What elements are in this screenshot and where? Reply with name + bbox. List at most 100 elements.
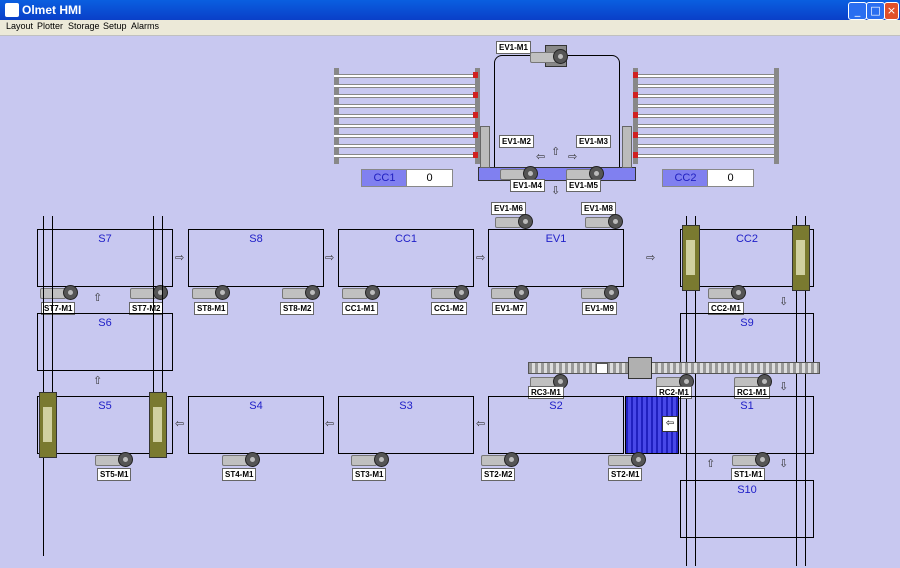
motor-icon[interactable] [192, 285, 230, 300]
station-s2[interactable]: S2 [488, 396, 624, 454]
station-s6[interactable]: S6 [37, 313, 173, 371]
motor-tag-ev1-m8[interactable]: EV1-M8 [581, 202, 616, 215]
motor-tag-st5-m1[interactable]: ST5-M1 [97, 468, 132, 481]
motor-tag-st2-m2[interactable]: ST2-M2 [481, 468, 516, 481]
motor-icon[interactable] [282, 285, 320, 300]
motor-icon[interactable] [732, 452, 770, 467]
station-cc1[interactable]: CC1 [338, 229, 474, 287]
arrow-right-icon: ⇨ [476, 251, 486, 264]
arrow-left-icon: ⇦ [476, 417, 486, 430]
motor-tag-ev1-m4[interactable]: EV1-M4 [510, 179, 545, 192]
cc2-counter-label: CC2 [662, 169, 709, 187]
transfer-cart[interactable] [149, 392, 167, 458]
transfer-cart[interactable] [792, 225, 810, 291]
rail-line [162, 216, 163, 456]
station-s7[interactable]: S7 [37, 229, 173, 287]
transfer-cart[interactable] [39, 392, 57, 458]
menu-plotter[interactable]: Plotter [37, 21, 64, 31]
station-ev1[interactable]: EV1 [488, 229, 624, 287]
rail-line [43, 216, 44, 556]
motor-icon[interactable] [491, 285, 529, 300]
menu-storage[interactable]: Storage [68, 21, 100, 31]
arrow-left-icon: ⇦ [536, 150, 546, 163]
station-s10[interactable]: S10 [680, 480, 814, 538]
motor-tag-st3-m1[interactable]: ST3-M1 [352, 468, 387, 481]
cc1-counter-label: CC1 [361, 169, 408, 187]
motor-icon[interactable] [342, 285, 380, 300]
motor-icon[interactable] [585, 214, 623, 229]
motor-tag-cc2-m1[interactable]: CC2-M1 [708, 302, 744, 315]
station-s3[interactable]: S3 [338, 396, 474, 454]
menu-layout[interactable]: Layout [6, 21, 34, 31]
motor-tag-ev1-m3[interactable]: EV1-M3 [576, 135, 611, 148]
motor-tag-ev1-m5[interactable]: EV1-M5 [566, 179, 601, 192]
hmi-canvas: CC1 0 CC2 0 ⇦ ⇧ ⇨ ⇩ EV1-M1 EV1-M2 EV1-M3… [0, 36, 900, 568]
motor-tag-ev1-m6[interactable]: EV1-M6 [491, 202, 526, 215]
motor-tag-rc3-m1[interactable]: RC3-M1 [528, 386, 564, 399]
transfer-cart[interactable] [682, 225, 700, 291]
motor-icon[interactable] [431, 285, 469, 300]
station-label: S6 [98, 317, 112, 329]
station-label: S2 [549, 400, 563, 412]
motor-icon[interactable] [530, 49, 568, 64]
cc1-counter-value[interactable]: 0 [406, 169, 453, 187]
rc-carriage [628, 357, 652, 379]
station-label: S1 [740, 400, 754, 412]
motor-icon[interactable] [566, 166, 604, 181]
station-label: S4 [249, 400, 263, 412]
menu-alarms[interactable]: Alarms [131, 21, 160, 31]
motor-icon[interactable] [222, 452, 260, 467]
station-s4[interactable]: S4 [188, 396, 324, 454]
station-label: S5 [98, 400, 112, 412]
menu-setup[interactable]: Setup [103, 21, 127, 31]
station-cc2[interactable]: CC2 [680, 229, 814, 287]
arrow-down-icon: ⇩ [779, 457, 789, 470]
arrow-right-icon: ⇨ [646, 251, 656, 264]
motor-tag-ev1-m7[interactable]: EV1-M7 [492, 302, 527, 315]
loading-arrow-icon: ⇦ [662, 416, 678, 432]
motor-tag-st8-m1[interactable]: ST8-M1 [194, 302, 229, 315]
station-label: S8 [249, 233, 263, 245]
motor-tag-st4-m1[interactable]: ST4-M1 [222, 468, 257, 481]
motor-icon[interactable] [95, 452, 133, 467]
motor-icon[interactable] [530, 374, 568, 389]
rc-conveyor [528, 362, 820, 374]
motor-tag-st8-m2[interactable]: ST8-M2 [280, 302, 315, 315]
motor-tag-cc1-m2[interactable]: CC1-M2 [431, 302, 467, 315]
maximize-icon[interactable]: □ [866, 2, 885, 20]
close-icon[interactable]: × [884, 2, 899, 20]
motor-icon[interactable] [351, 452, 389, 467]
motor-tag-st7-m1[interactable]: ST7-M1 [41, 302, 76, 315]
motor-icon[interactable] [40, 285, 78, 300]
motor-icon[interactable] [708, 285, 746, 300]
storage-rack-left [334, 68, 480, 164]
motor-tag-cc1-m1[interactable]: CC1-M1 [342, 302, 378, 315]
motor-icon[interactable] [495, 214, 533, 229]
title-bar: Olmet HMI _ □ × [0, 0, 900, 20]
station-s8[interactable]: S8 [188, 229, 324, 287]
station-s1[interactable]: S1 [680, 396, 814, 454]
app-icon [5, 3, 19, 17]
station-label: CC2 [735, 233, 758, 245]
motor-icon[interactable] [500, 166, 538, 181]
motor-tag-ev1-m9[interactable]: EV1-M9 [582, 302, 617, 315]
rail-line [52, 216, 53, 456]
arrow-left-icon: ⇦ [175, 417, 185, 430]
motor-tag-st2-m1[interactable]: ST2-M1 [608, 468, 643, 481]
station-label: S7 [98, 233, 112, 245]
motor-tag-ev1-m1[interactable]: EV1-M1 [496, 41, 531, 54]
storage-rack-right [633, 68, 779, 164]
arrow-down-icon: ⇩ [779, 380, 789, 393]
station-s5[interactable]: S5 [37, 396, 173, 454]
motor-icon[interactable] [581, 285, 619, 300]
station-label: EV1 [545, 233, 567, 245]
rc-marker [596, 363, 608, 374]
motor-icon[interactable] [608, 452, 646, 467]
motor-tag-ev1-m2[interactable]: EV1-M2 [499, 135, 534, 148]
rail-line [796, 216, 797, 566]
elevator-gripper [480, 126, 490, 168]
motor-icon[interactable] [481, 452, 519, 467]
minimize-icon[interactable]: _ [848, 2, 867, 20]
cc2-counter-value[interactable]: 0 [707, 169, 754, 187]
motor-tag-rc1-m1[interactable]: RC1-M1 [734, 386, 770, 399]
